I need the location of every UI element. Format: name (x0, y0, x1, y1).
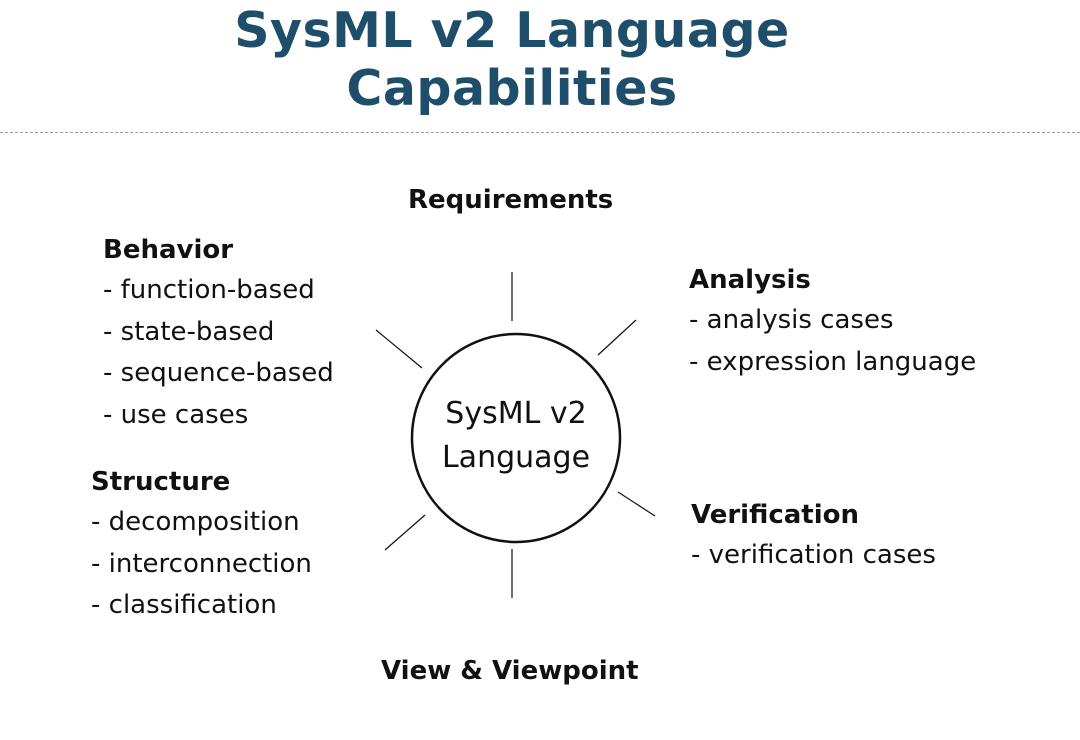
structure-heading: Structure (91, 467, 231, 497)
spoke-bottom-right (617, 491, 656, 517)
title-line-1: SysML v2 Language (234, 2, 790, 59)
structure-item: - classification (91, 590, 277, 620)
behavior-item: - use cases (103, 399, 249, 430)
behavior-item: - function-based (103, 275, 315, 305)
title-divider (0, 132, 1080, 133)
analysis-heading: Analysis (689, 265, 811, 295)
analysis-item: - expression language (689, 346, 977, 377)
view-viewpoint-heading: View & Viewpoint (381, 656, 639, 686)
title-line-2: Capabilities (346, 60, 678, 117)
verification-heading: Verification (691, 500, 860, 530)
behavior-item: - state-based (103, 316, 275, 347)
structure-item: - interconnection (91, 548, 312, 579)
structure-item: - decomposition (91, 507, 300, 537)
center-label-line-1: SysML v2 (445, 396, 587, 431)
center-label: SysML v2 Language (412, 392, 620, 480)
spoke-bottom-left (384, 514, 426, 551)
verification-item: - verification cases (691, 540, 936, 570)
spoke-top-right (597, 319, 637, 356)
behavior-item: - sequence-based (103, 358, 334, 388)
spoke-top-left (375, 329, 423, 369)
structure-block: Structure - decomposition - interconnect… (91, 462, 312, 627)
verification-block: Verification - verification cases (691, 495, 936, 577)
behavior-heading: Behavior (103, 235, 234, 265)
center-circle (410, 332, 622, 544)
requirements-heading: Requirements (408, 185, 614, 215)
analysis-item: - analysis cases (689, 305, 894, 335)
center-label-line-2: Language (441, 440, 591, 475)
behavior-block: Behavior - function-based - state-based … (103, 230, 334, 436)
analysis-block: Analysis - analysis cases - expression l… (689, 260, 976, 383)
slide-title: SysML v2 Language Capabilities (0, 0, 1024, 118)
